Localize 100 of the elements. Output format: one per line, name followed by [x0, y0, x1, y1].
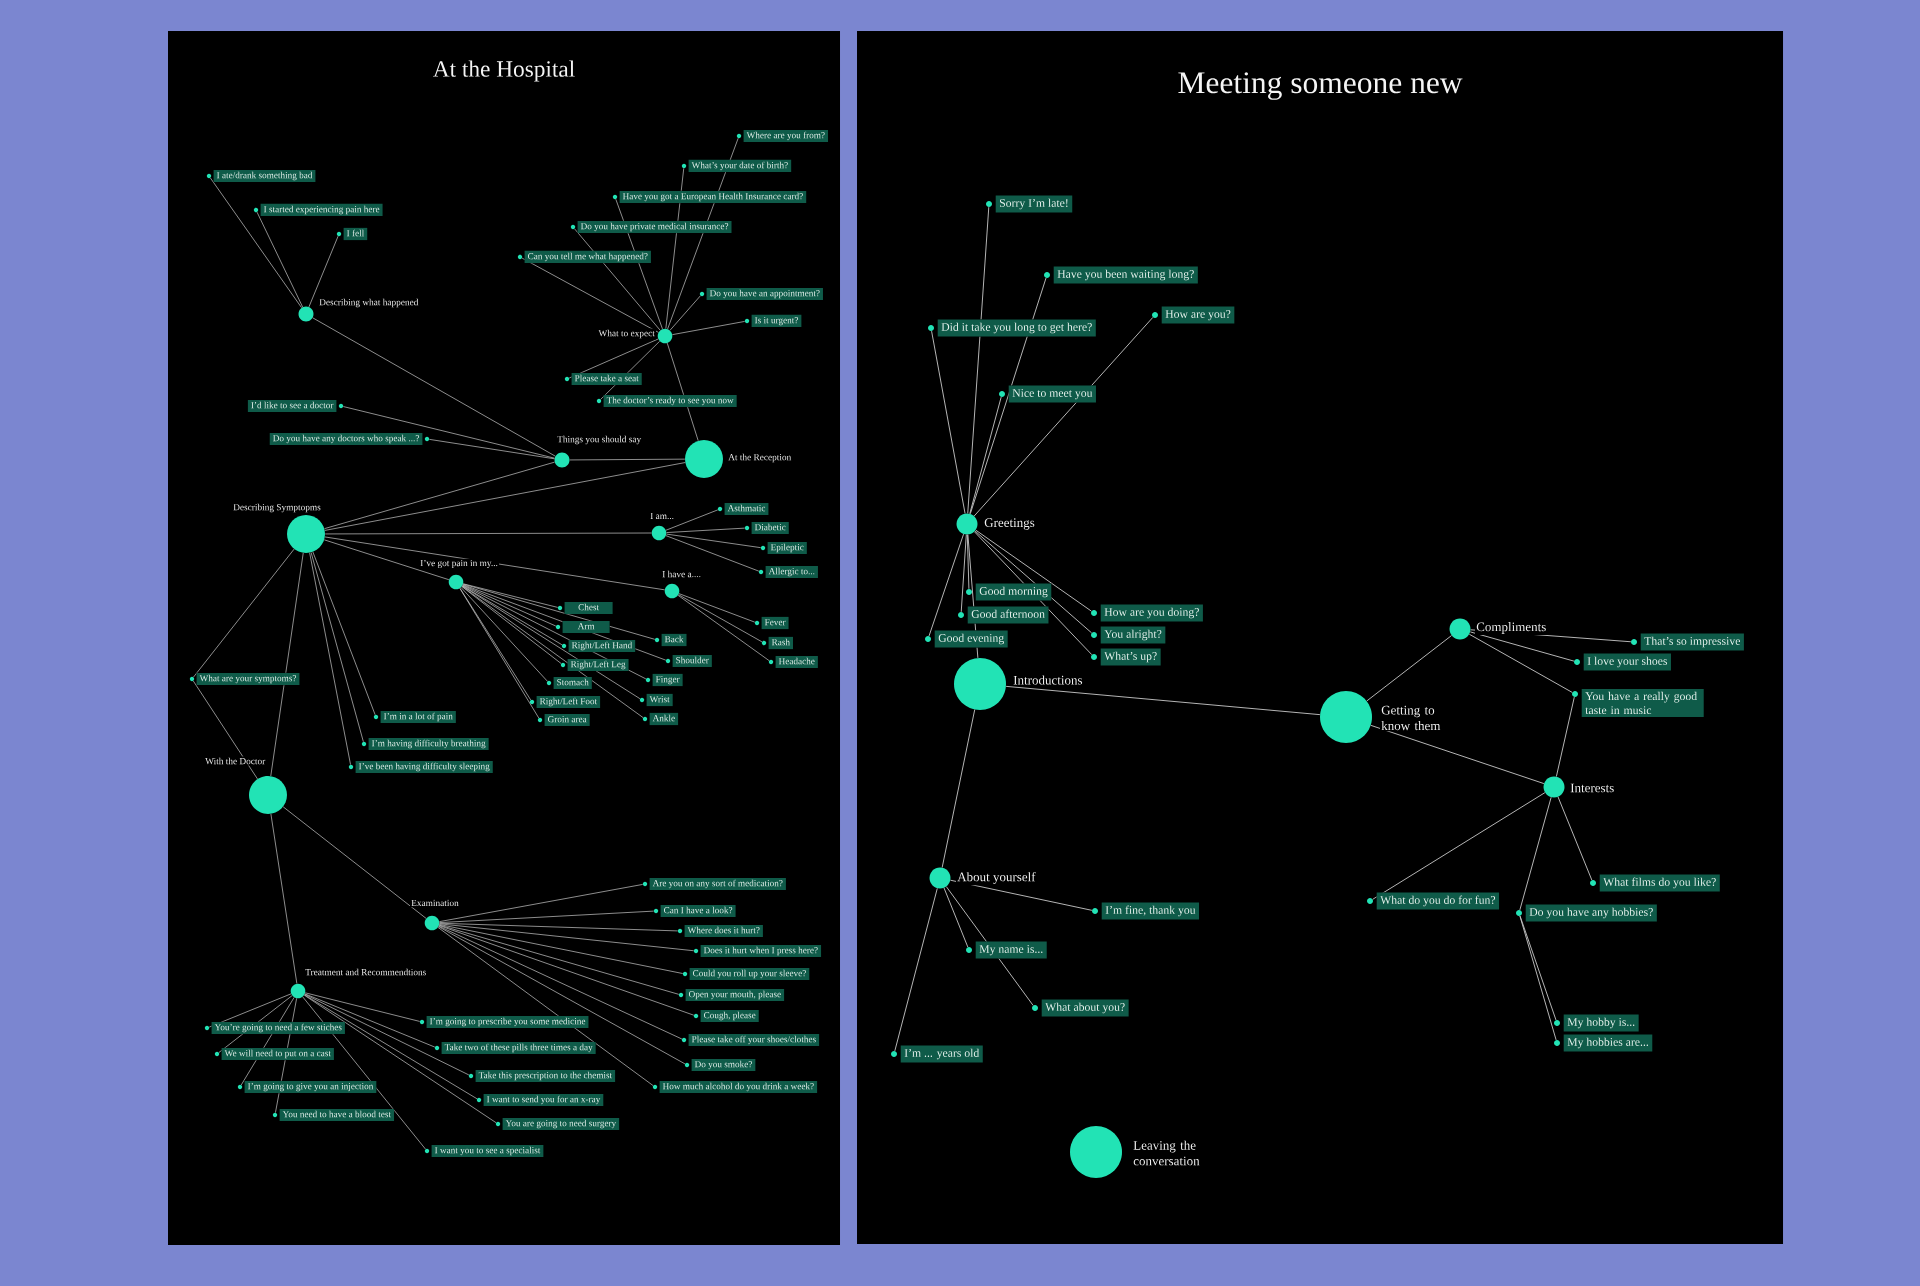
- connector-line: [1005, 685, 1321, 716]
- connector-line: [437, 927, 654, 1086]
- topic-label: I’ve got pain in my...: [420, 559, 498, 569]
- connector-line: [928, 533, 965, 637]
- connector-line: [304, 993, 470, 1076]
- topic-label: Compliments: [1476, 622, 1546, 634]
- connector-line: [429, 439, 555, 460]
- phrase-label: What do you do for fun?: [1376, 892, 1500, 910]
- topic-label: I have a....: [662, 570, 701, 578]
- connector-line: [973, 531, 1093, 656]
- connector-line: [208, 993, 292, 1028]
- connector-line: [678, 594, 763, 643]
- connector-line: [218, 995, 293, 1053]
- connector-line: [308, 235, 339, 308]
- connector-line: [324, 536, 665, 591]
- connector-line: [310, 552, 364, 743]
- connector-line: [973, 316, 1154, 517]
- phrase-label: Good evening: [934, 630, 1008, 648]
- connector-line: [439, 910, 654, 923]
- phrase-label: Have you been waiting long?: [1053, 266, 1198, 284]
- connector-line: [324, 462, 686, 531]
- phrase-label: Do you have any hobbies?: [1525, 904, 1657, 922]
- connector-line: [931, 330, 966, 514]
- phrase-label: What about you?: [1041, 999, 1129, 1017]
- topic-label: Describing Symptopms: [233, 503, 321, 513]
- phrase-label: My hobby is...: [1563, 1014, 1639, 1032]
- connector-line: [941, 709, 976, 868]
- connector-line: [459, 588, 532, 701]
- connector-line: [324, 461, 555, 529]
- topic-label: With the Doctor: [205, 757, 266, 765]
- phrase-label: My name is...: [975, 941, 1047, 959]
- topic-label: Introductions: [1013, 675, 1083, 685]
- connector-line: [677, 595, 770, 661]
- connector-line: [1519, 915, 1557, 1021]
- connector-line: [669, 295, 701, 331]
- connector-line: [343, 406, 555, 459]
- connector-line: [240, 997, 295, 1086]
- connector-line: [462, 583, 656, 640]
- topic-label: Leaving the conversation: [1133, 1140, 1200, 1166]
- phrase-label: How are you doing?: [1100, 604, 1203, 622]
- connector-line: [438, 924, 680, 995]
- connector-line: [304, 993, 436, 1048]
- connector-line: [569, 458, 686, 461]
- connector-line: [574, 228, 661, 331]
- connector-line: [309, 552, 351, 765]
- connector-line: [460, 587, 548, 682]
- connector-line: [615, 198, 663, 330]
- connector-line: [894, 887, 938, 1052]
- phrase-label: You have a really good taste in music: [1581, 689, 1704, 717]
- connector-line: [459, 588, 540, 719]
- connector-line: [665, 168, 685, 329]
- connector-line: [439, 923, 694, 952]
- connector-line: [304, 992, 421, 1022]
- connector-line: [210, 177, 302, 309]
- connector-line: [439, 924, 683, 974]
- connector-line: [462, 585, 647, 680]
- phrase-label: Nice to meet you: [1008, 385, 1096, 403]
- phrase-label: Sorry I’m late!: [995, 195, 1073, 213]
- topic-label: About yourself: [957, 872, 1036, 884]
- topic-label: Examination: [411, 899, 459, 907]
- topic-label: I am...: [650, 512, 674, 520]
- connector-line: [461, 586, 644, 718]
- connector-line: [667, 137, 739, 330]
- connector-line: [438, 925, 683, 1040]
- phrase-label: Did it take you long to get here?: [937, 319, 1096, 337]
- topic-label: Getting to know them: [1381, 705, 1441, 731]
- connector-line: [193, 548, 295, 678]
- connector-line: [666, 533, 761, 548]
- connector-line: [1469, 631, 1575, 662]
- connector-line: [192, 680, 258, 780]
- connector-line: [1366, 635, 1452, 702]
- connector-line: [438, 926, 686, 1065]
- connector-line: [665, 535, 760, 572]
- connector-line: [1372, 792, 1546, 900]
- connector-line: [461, 586, 562, 664]
- phrase-label: Good afternoon: [967, 606, 1049, 624]
- panel-title: At the Hospital: [433, 60, 575, 82]
- connector-line: [666, 342, 699, 442]
- phrase-label: Good morning: [975, 583, 1052, 601]
- connector-line: [270, 813, 298, 984]
- topic-label: What to expect: [598, 329, 655, 339]
- connector-line: [324, 532, 652, 535]
- connector-line: [462, 583, 559, 608]
- phrase-label: I’m ... years old: [900, 1045, 983, 1063]
- connector-line: [303, 994, 497, 1123]
- connector-line: [1555, 696, 1575, 777]
- connector-line: [945, 886, 1034, 1006]
- connector-line: [969, 396, 1002, 515]
- connector-line: [1519, 915, 1557, 1041]
- topic-label: At the Reception: [728, 453, 792, 463]
- topic-label: Treatment and Recommendtions: [305, 968, 426, 976]
- connector-line: [943, 887, 969, 948]
- connector-line: [1470, 629, 1632, 643]
- topic-label: Greetings: [984, 518, 1035, 530]
- connector-line: [1557, 796, 1593, 881]
- connector-line: [568, 338, 659, 379]
- connector-line: [665, 509, 719, 531]
- connector-line: [1370, 724, 1545, 785]
- phrase-label: I’m fine, thank you: [1101, 902, 1200, 920]
- connector-line: [282, 806, 427, 919]
